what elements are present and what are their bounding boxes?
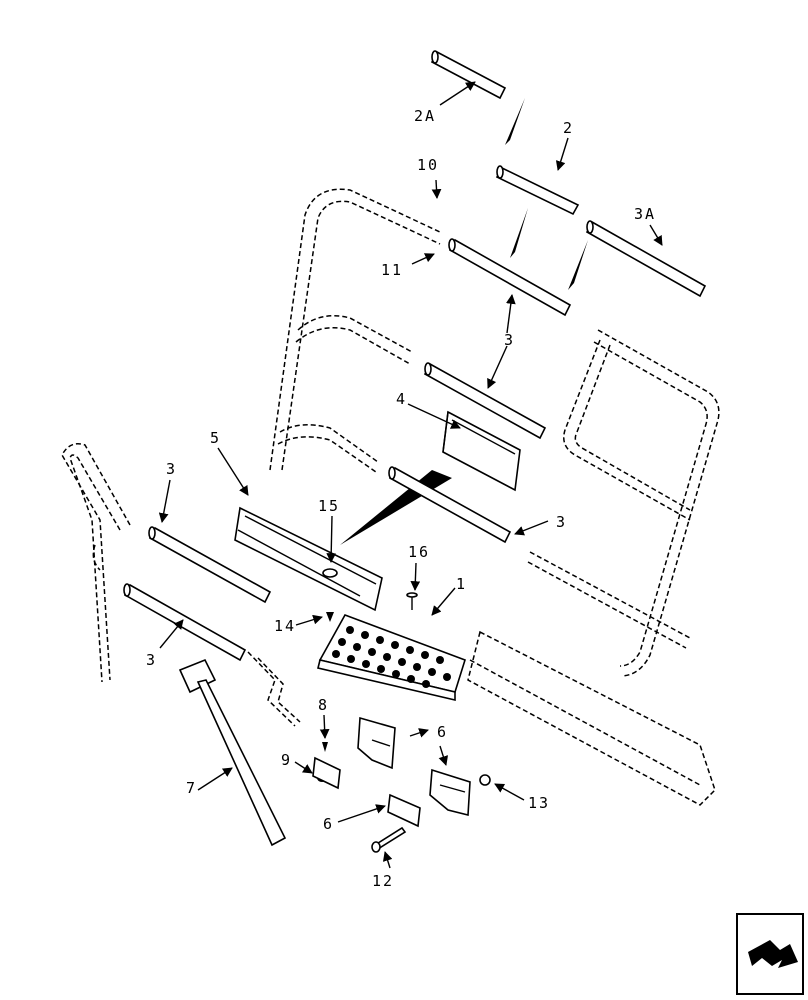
- callout-16: 16: [408, 543, 430, 561]
- part-wedges-middle: [510, 208, 588, 290]
- part-6-bracket-upper: [312, 716, 396, 790]
- callout-3-left: 3: [166, 460, 177, 478]
- dashed-frame: [61, 188, 720, 806]
- part-2-tube: [495, 165, 580, 216]
- callout-1: 1: [456, 575, 467, 593]
- part-3-mid-tube: [423, 362, 547, 440]
- callout-4: 4: [396, 390, 407, 408]
- callout-9: 9: [281, 751, 292, 769]
- callout-3-right: 3: [556, 513, 567, 531]
- part-3-bottom-tube: [123, 583, 247, 662]
- callout-2a: 2A: [414, 107, 436, 125]
- part-14-bolt: [326, 612, 334, 622]
- part-12-bolt: [371, 826, 407, 853]
- callout-6-bottom: 6: [323, 815, 334, 833]
- callout-15: 15: [318, 497, 340, 515]
- callout-11: 11: [381, 261, 403, 279]
- callout-8: 8: [318, 696, 329, 714]
- part-1-step: [317, 614, 466, 702]
- part-2a-tube: [430, 50, 507, 100]
- callout-3-top: 3: [504, 331, 515, 349]
- part-7-brace: [178, 658, 287, 847]
- callout-14: 14: [274, 617, 296, 635]
- callout-2: 2: [563, 119, 574, 137]
- part-wedge-upper: [505, 98, 525, 145]
- part-15-washer: [322, 568, 338, 578]
- part-3-right-tube: [388, 466, 512, 544]
- part-3a-tube: [585, 220, 707, 298]
- callout-10: 10: [417, 156, 439, 174]
- callout-labels: 2A 2 10 3A 11 3 4 5 3 15 3 16 1 14 3 8 6…: [146, 107, 656, 890]
- callout-3a: 3A: [634, 205, 656, 223]
- part-16-screw: [406, 592, 418, 610]
- callout-12: 12: [372, 872, 394, 890]
- part-3-top-tube: [448, 238, 572, 317]
- callout-6-top: 6: [437, 723, 448, 741]
- next-page-arrow-icon[interactable]: [736, 913, 804, 995]
- callout-3-bottom: 3: [146, 651, 157, 669]
- part-8-bolt: [322, 742, 328, 752]
- part-6-bracket-lower: [387, 768, 471, 828]
- callout-5: 5: [210, 429, 221, 447]
- callout-7: 7: [186, 779, 197, 797]
- part-4-channel: [442, 410, 521, 492]
- leader-lines: [158, 81, 663, 869]
- part-13-nut: [479, 774, 491, 786]
- part-3-left-tube: [148, 526, 272, 604]
- callout-13: 13: [528, 794, 550, 812]
